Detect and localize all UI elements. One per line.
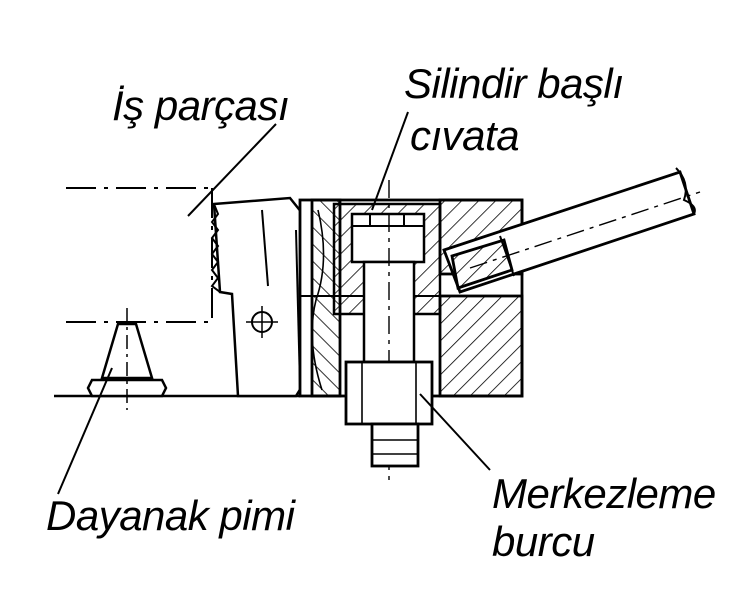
cap-screw-shape — [332, 180, 442, 480]
workpiece-outline — [66, 187, 213, 323]
stop-pin-shape — [86, 308, 168, 410]
leader-lines — [57, 111, 491, 495]
label-cap-screw-line1: Silindir başlı — [404, 60, 624, 107]
label-cap-screw-line2: cıvata — [410, 112, 520, 159]
label-centering-bush-line1: Merkezleme — [492, 470, 716, 517]
actuating-rod — [442, 167, 701, 294]
label-stop-pin: Dayanak pimi — [46, 492, 295, 539]
clamp-jaw — [210, 196, 312, 398]
label-centering-bush-line2: burcu — [492, 518, 595, 565]
centering-bush-shape — [344, 360, 434, 468]
label-workpiece: İş parçası — [112, 82, 290, 129]
